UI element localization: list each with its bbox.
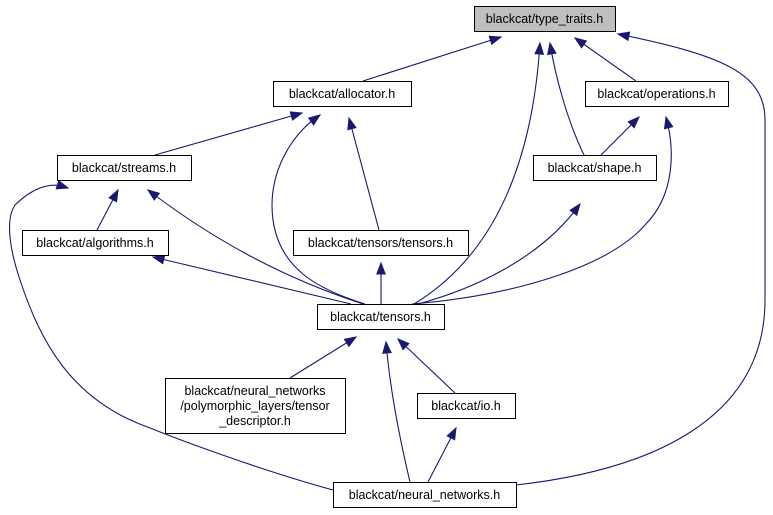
edge-line [515,33,766,486]
arrowhead [382,340,392,354]
node-label: blackcat/tensors/tensors.h [308,236,453,250]
arrowhead [627,116,640,129]
node-label: _descriptor.h [218,414,291,428]
edge-line [154,112,303,156]
node-label: blackcat/streams.h [72,161,176,175]
arrowhead [146,189,161,201]
edge-tensors-to-type-traits [413,41,545,305]
node-label: blackcat/type_traits.h [486,12,603,26]
edge-shape-to-operations [600,116,640,156]
edge-neural-networks-to-type-traits [515,31,766,486]
arrowhead [547,41,557,56]
node-tensor-descriptor[interactable]: blackcat/neural_networks/polymorphic_lay… [165,378,346,434]
edge-tensors-tensors-to-allocator [347,116,380,231]
node-neural-networks[interactable]: blackcat/neural_networks.h [333,482,517,508]
node-tensors[interactable]: blackcat/tensors.h [317,304,445,330]
node-label: blackcat/io.h [431,399,501,413]
arrowhead [343,336,358,348]
arrowhead [289,111,304,121]
edge-tensors-to-shape [417,202,581,305]
arrowhead [573,37,588,49]
edge-tensors-to-allocator [271,114,366,305]
edge-allocator-to-type-traits [362,35,503,82]
edge-streams-to-allocator [154,111,304,156]
node-tensors-tensors[interactable]: blackcat/tensors/tensors.h [293,230,469,256]
edge-line [549,42,585,156]
node-label: blackcat/shape.h [548,161,642,175]
edge-algorithms-to-streams [96,188,119,231]
edge-line [9,184,334,491]
edge-line [289,336,357,379]
node-label: blackcat/operations.h [597,87,715,101]
arrowhead [151,254,166,265]
node-label: blackcat/allocator.h [289,87,395,101]
node-box [474,6,616,32]
node-box [293,230,469,256]
arrowhead [569,202,581,217]
arrowhead [347,116,357,131]
arrowhead [55,179,70,190]
edges [9,31,766,491]
node-box [22,230,169,256]
edge-line [152,256,352,305]
node-streams[interactable]: blackcat/streams.h [57,155,192,181]
node-box [57,155,192,181]
edge-neural-networks-to-tensors [382,340,411,483]
arrowhead [488,35,503,46]
edge-line [348,117,380,231]
node-box [273,81,412,107]
node-box [317,304,445,330]
edge-tensors-to-tensors-tensors [376,261,386,304]
edge-neural-networks-to-streams [9,179,334,491]
node-box [165,378,346,434]
node-type-traits[interactable]: blackcat/type_traits.h [474,6,616,32]
edge-io-to-tensors [396,338,456,394]
edge-line [271,114,366,305]
edge-line [411,116,672,305]
node-box [533,155,657,181]
edge-line [413,42,541,305]
arrowhead [396,338,410,351]
arrowhead [663,115,674,130]
node-box [333,482,517,508]
arrowhead [616,31,631,42]
node-shape[interactable]: blackcat/shape.h [533,155,657,181]
edge-tensor-descriptor-to-tensors [289,336,358,379]
edge-line [574,37,637,82]
edge-line [385,341,411,483]
node-algorithms[interactable]: blackcat/algorithms.h [22,230,169,256]
edge-tensors-to-operations [411,115,674,305]
edge-tensors-to-streams [146,189,364,305]
arrowhead [108,188,119,203]
node-box [417,393,516,419]
node-io[interactable]: blackcat/io.h [417,393,516,419]
edge-line [417,203,581,305]
edge-shape-to-type-traits [547,41,585,156]
node-label: blackcat/tensors.h [330,310,431,324]
arrowhead [307,114,322,126]
arrowhead [446,426,457,441]
node-operations[interactable]: blackcat/operations.h [585,81,729,107]
edge-tensors-to-algorithms [151,254,352,305]
node-label: blackcat/neural_networks.h [349,488,501,502]
arrowhead [376,261,386,275]
edge-neural-networks-to-io [427,426,457,483]
node-allocator[interactable]: blackcat/allocator.h [273,81,412,107]
edge-line [147,189,364,305]
nodes: blackcat/type_traits.h blackcat/allocator… [22,6,729,508]
node-label: blackcat/algorithms.h [36,236,153,250]
edge-operations-to-type-traits [573,37,637,82]
node-box [585,81,729,107]
arrowhead [534,41,545,55]
edge-line [362,36,502,82]
node-label: /polymorphic_layers/tensor [180,399,329,413]
node-label: blackcat/neural_networks [184,384,325,398]
edge-line [397,338,456,394]
